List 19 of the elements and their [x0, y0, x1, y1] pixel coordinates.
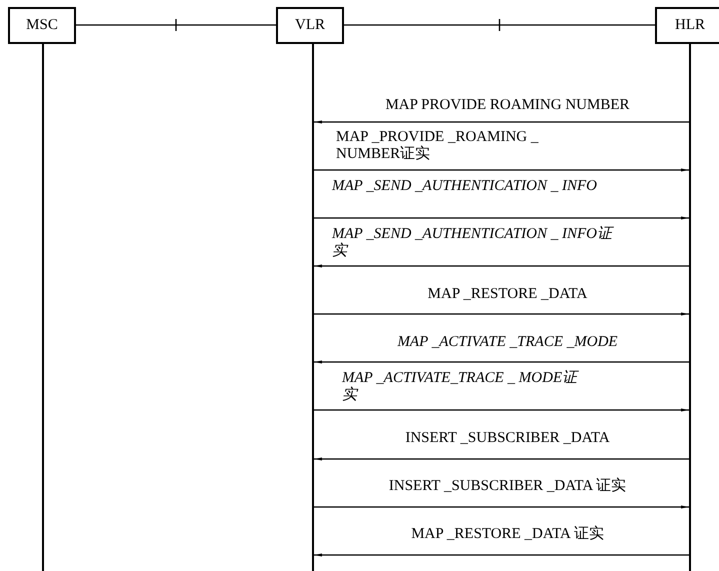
- message-arrow: [314, 312, 689, 316]
- entity-box: MSC: [8, 7, 76, 44]
- message-arrow: [314, 264, 689, 268]
- message-arrow: [314, 506, 689, 508]
- connector-line: [344, 24, 655, 26]
- lifeline: [42, 44, 44, 571]
- lifeline: [689, 44, 691, 571]
- entity-box: HLR: [655, 7, 719, 44]
- message-label: MAP _ACTIVATE_TRACE _ MODE证实: [342, 370, 582, 404]
- message-arrow: [314, 216, 689, 220]
- connector-line: [76, 24, 276, 26]
- message-arrow: [314, 120, 689, 124]
- message-arrow: [314, 360, 689, 364]
- entity-box: VLR: [276, 7, 344, 44]
- message-arrow: [314, 168, 689, 172]
- message-arrow: [314, 458, 689, 460]
- lifeline: [312, 44, 314, 571]
- message-arrow: [314, 554, 689, 556]
- message-arrow: [314, 408, 689, 412]
